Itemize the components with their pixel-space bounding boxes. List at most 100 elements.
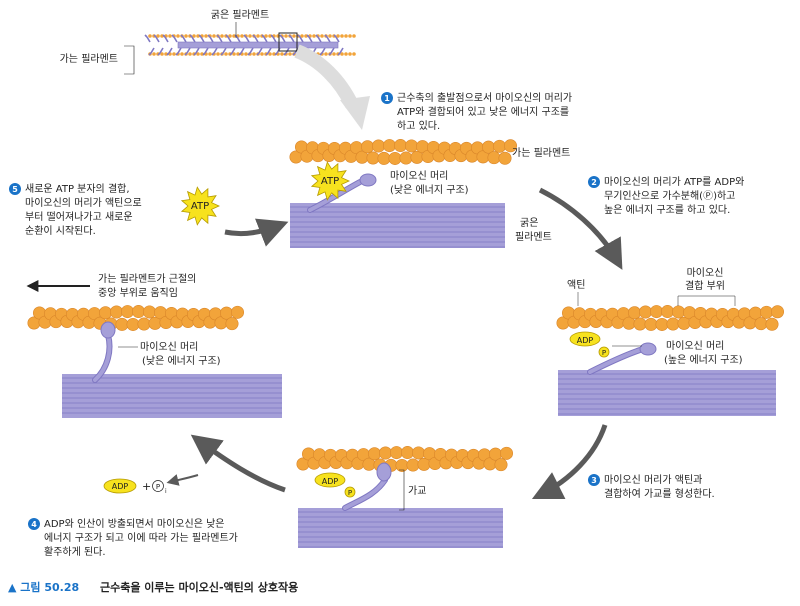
adp-oval-3 — [314, 472, 346, 488]
top-myosin-head — [162, 34, 169, 43]
actin-bead — [371, 139, 385, 153]
binding-site-label-a: 마이오신 — [687, 267, 724, 279]
thick-filament-4 — [62, 374, 282, 418]
svg-text:+: + — [142, 480, 151, 493]
svg-text:4: 4 — [31, 520, 37, 529]
actin-dot — [232, 34, 236, 38]
actin-dot — [164, 34, 168, 38]
actin-bead — [388, 151, 402, 165]
actin-dot — [180, 52, 184, 56]
actin-bead — [503, 139, 517, 153]
thick-filament-label-1b: 필라멘트 — [515, 231, 552, 243]
actin-dot — [300, 34, 304, 38]
thick-filament-body — [290, 203, 505, 248]
adp-label-2: ADP — [577, 336, 594, 345]
top-myosin-head — [175, 47, 182, 56]
step-3: 3 마이오신 머리가 액틴과 결합하여 가교를 형성한다. — [588, 474, 715, 500]
actin-dot — [240, 34, 244, 38]
adp-oval-2 — [569, 331, 601, 347]
thick-filament-body — [298, 508, 503, 548]
actin-dot — [340, 52, 344, 56]
top-myosin-head — [247, 47, 254, 56]
pi-label-2: P — [602, 349, 606, 357]
top-myosin-head — [157, 47, 164, 56]
actin-dot — [308, 34, 312, 38]
step-5-line-3: 부터 떨어져나가고 새로운 — [25, 211, 133, 223]
actin-bead — [400, 446, 414, 460]
top-myosin-head — [337, 47, 344, 56]
actin-dot — [332, 52, 336, 56]
step-4-line-3: 활주하게 된다. — [44, 545, 106, 558]
zoom-box — [278, 32, 298, 52]
actin-dot — [148, 34, 152, 38]
actin-bead — [660, 305, 674, 319]
myosin-head-high-label-a: 마이오신 머리 — [666, 340, 724, 352]
figure-number: ▲ 그림 50.28 — [8, 581, 79, 594]
thick-filament-1 — [290, 203, 505, 248]
panel-1: ATP 마이오신 머리 (낮은 에너지 구조) 가는 필라멘트 굵은 필라멘트 — [289, 139, 570, 248]
actin-dot — [200, 52, 204, 56]
atp-burst-1 — [310, 161, 350, 201]
movement-label-a: 가는 필라멘트가 근절의 — [98, 272, 196, 285]
actin-dot — [280, 52, 284, 56]
actin-dot — [172, 52, 176, 56]
actin-dot — [288, 52, 292, 56]
actin-bead — [231, 305, 245, 319]
top-myosin-heads — [144, 34, 344, 56]
top-myosin-head — [184, 47, 191, 56]
step-2-badge — [588, 176, 600, 188]
atp-label-5: ATP — [191, 201, 209, 212]
actin-bead — [360, 140, 374, 154]
step-2-line-3: 높은 에너지 구조를 하고 있다. — [604, 203, 730, 216]
top-myosin-head — [198, 34, 205, 43]
actin-label: 액틴 — [567, 279, 585, 291]
actin-bead — [754, 317, 768, 331]
actin-bead — [644, 317, 658, 331]
svg-text:5: 5 — [12, 185, 18, 194]
step-5: 5 새로운 ATP 분자의 결합, 마이오신의 머리가 액틴으로 부터 떨어져나… — [9, 183, 142, 237]
top-myosin-head — [189, 34, 196, 43]
actin-dot — [188, 52, 192, 56]
actin-dot — [220, 34, 224, 38]
actin-dot — [284, 34, 288, 38]
zoom-arrow — [294, 44, 359, 109]
step-1-line-1: 근수축의 출발점으로서 마이오신의 머리가 — [397, 92, 572, 104]
released-products: ADP + P i — [103, 478, 167, 495]
top-myosin-head — [180, 34, 187, 43]
actin-bead — [132, 305, 146, 319]
actin-dot — [204, 34, 208, 38]
actin-dot — [212, 34, 216, 38]
pi-circle-2 — [598, 346, 610, 358]
actin-dot — [344, 52, 348, 56]
actin-dot — [156, 34, 160, 38]
actin-dot — [240, 52, 244, 56]
top-myosin-head — [229, 47, 236, 56]
myosin-head-low-label-4a: 마이오신 머리 — [140, 341, 198, 353]
top-myosin-head — [324, 34, 331, 43]
myosin-head-low-label-1a: 마이오신 머리 — [390, 170, 448, 182]
step-1-line-2: ATP와 결합되어 있고 낮은 에너지 구조를 — [397, 106, 569, 118]
top-myosin-head — [171, 34, 178, 43]
pi-released-sub: i — [165, 488, 167, 495]
actin-bead — [671, 305, 685, 319]
actin-dot — [320, 34, 324, 38]
actin-bead — [399, 151, 413, 165]
actin-bead — [366, 151, 380, 165]
top-myosin-head — [153, 34, 160, 43]
actin-bead — [382, 139, 396, 153]
thin-filament-label-1: 가는 필라멘트 — [512, 147, 570, 159]
actin-dot — [160, 52, 164, 56]
top-myosin-head — [279, 34, 286, 43]
actin-dot — [168, 52, 172, 56]
thin-bracket — [124, 45, 135, 75]
zoom-arrow-head — [340, 96, 370, 130]
top-thin-label: 가는 필라멘트 — [60, 53, 118, 65]
actin-bead — [627, 306, 641, 320]
svg-text:1: 1 — [384, 94, 390, 103]
actin-bead — [487, 151, 501, 165]
actin-bead — [759, 305, 773, 319]
top-myosin-head — [256, 47, 263, 56]
actin-bead — [115, 317, 129, 331]
atp-burst-5 — [180, 186, 220, 226]
thick-filament-label-1a: 굵은 — [520, 217, 538, 229]
